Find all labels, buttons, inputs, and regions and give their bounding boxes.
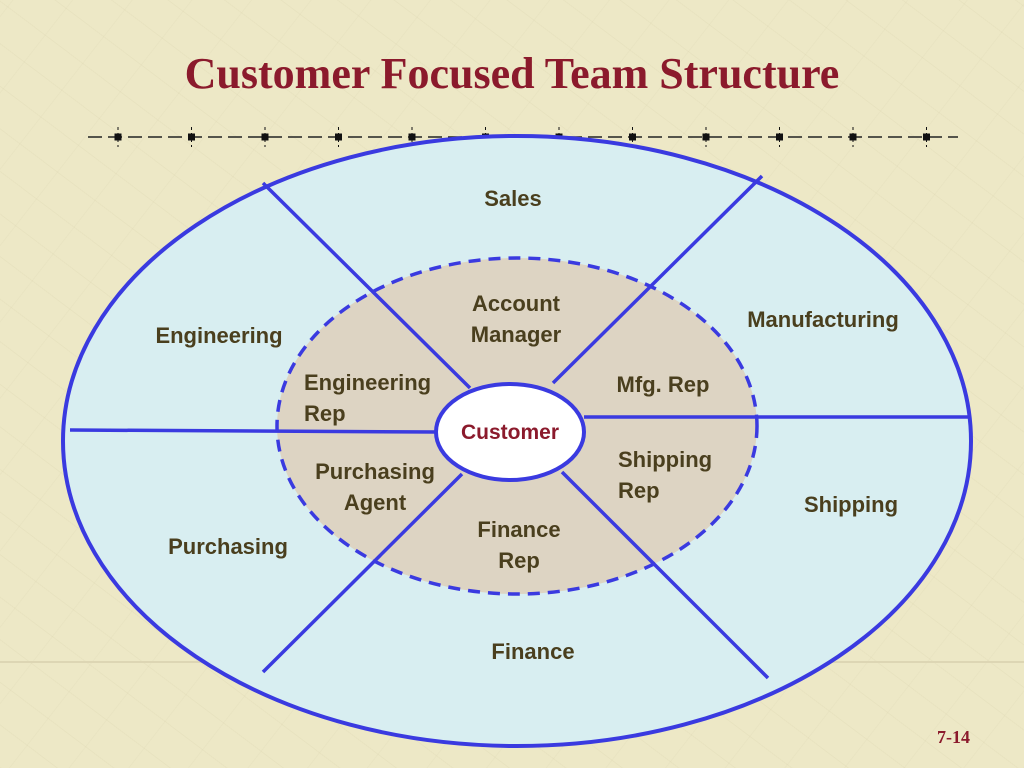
finance-label: Finance <box>491 639 574 664</box>
spoke-upper-right <box>551 174 764 385</box>
divider-marker <box>702 133 710 141</box>
finance-rep-label-line2: Rep <box>498 548 540 573</box>
divider-marker <box>923 133 930 141</box>
customer-label: Customer <box>461 421 559 444</box>
divider-marker <box>335 133 342 141</box>
account-manager-label-line1: Account <box>472 291 561 316</box>
customer-hub <box>434 382 586 482</box>
spoke-upper-left <box>261 181 472 390</box>
divider-marker <box>629 133 636 141</box>
engineering-label: Engineering <box>155 323 282 348</box>
divider-marker <box>849 133 857 141</box>
purchasing-agent-label-line1: Purchasing <box>315 459 435 484</box>
page-number: 7-14 <box>937 727 970 747</box>
engineering-rep-label-line2: Rep <box>304 401 346 426</box>
spoke-lower-right <box>560 470 770 680</box>
divider-marker <box>261 133 269 141</box>
mfg-rep-label: Mfg. Rep <box>617 372 710 397</box>
sales-label: Sales <box>484 186 542 211</box>
shipping-rep-label-line1: Shipping <box>618 447 712 472</box>
manufacturing-label: Manufacturing <box>747 307 899 332</box>
divider-marker <box>408 133 416 141</box>
engineering-rep-label-line1: Engineering <box>304 370 431 395</box>
shipping-label: Shipping <box>804 492 898 517</box>
finance-rep-label-line1: Finance <box>477 517 560 542</box>
purchasing-label: Purchasing <box>168 534 288 559</box>
spoke-lower-left <box>261 472 464 674</box>
account-manager-label-line2: Manager <box>471 322 562 347</box>
shipping-rep-label-line2: Rep <box>618 478 660 503</box>
divider-marker <box>188 133 195 141</box>
slide-title: Customer Focused Team Structure <box>184 49 840 98</box>
divider-marker <box>776 133 783 141</box>
spoke-left <box>69 428 437 434</box>
divider-marker <box>114 133 122 141</box>
purchasing-agent-label-line2: Agent <box>344 490 407 515</box>
